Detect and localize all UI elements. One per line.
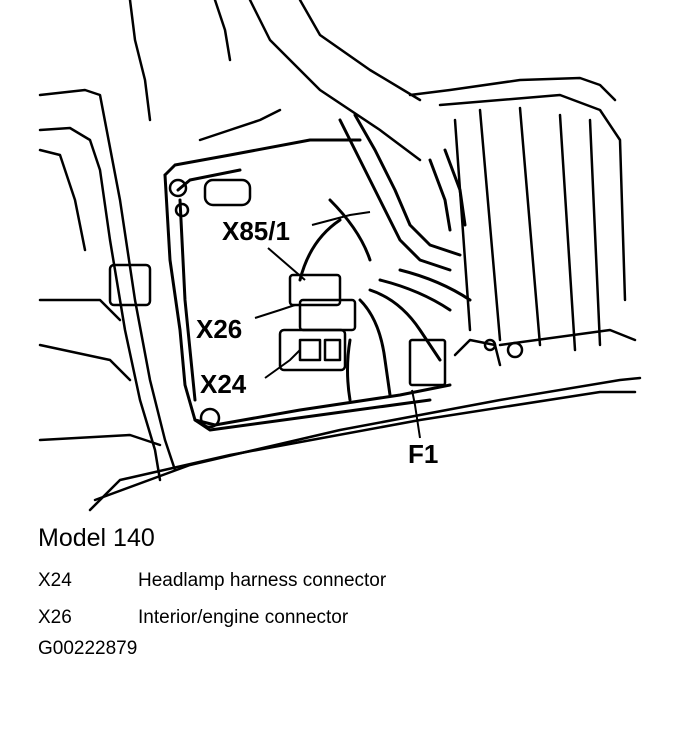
legend-description: Headlamp harness connector <box>138 570 387 591</box>
figure-id: G00222879 <box>38 638 138 659</box>
vehicle-body-outline <box>38 0 642 512</box>
x26-leader-line <box>254 304 296 319</box>
legend-code: X24 <box>38 570 72 591</box>
mounting-bolts <box>168 178 524 429</box>
fuse-box-housing <box>163 138 452 432</box>
engine-bay-structure <box>198 0 637 352</box>
legend-description: Interior/engine connector <box>138 607 349 628</box>
connector-block <box>108 178 502 387</box>
callout-x85-1: X85/1 <box>222 216 290 246</box>
callout-f1: F1 <box>408 439 438 469</box>
legend-code: X26 <box>38 607 72 628</box>
f1-leader-line <box>411 389 421 439</box>
model-title: Model 140 <box>38 524 155 552</box>
callout-x26: X26 <box>196 314 242 344</box>
wiring-harness <box>298 113 472 402</box>
callout-x24: X24 <box>200 369 247 399</box>
x85-1-leader-line <box>267 247 306 281</box>
component-location-diagram: X85/1 X26 X24 F1 <box>38 0 642 512</box>
x85-1-leader-line-2 <box>311 211 371 226</box>
x24-leader-line <box>264 349 301 379</box>
